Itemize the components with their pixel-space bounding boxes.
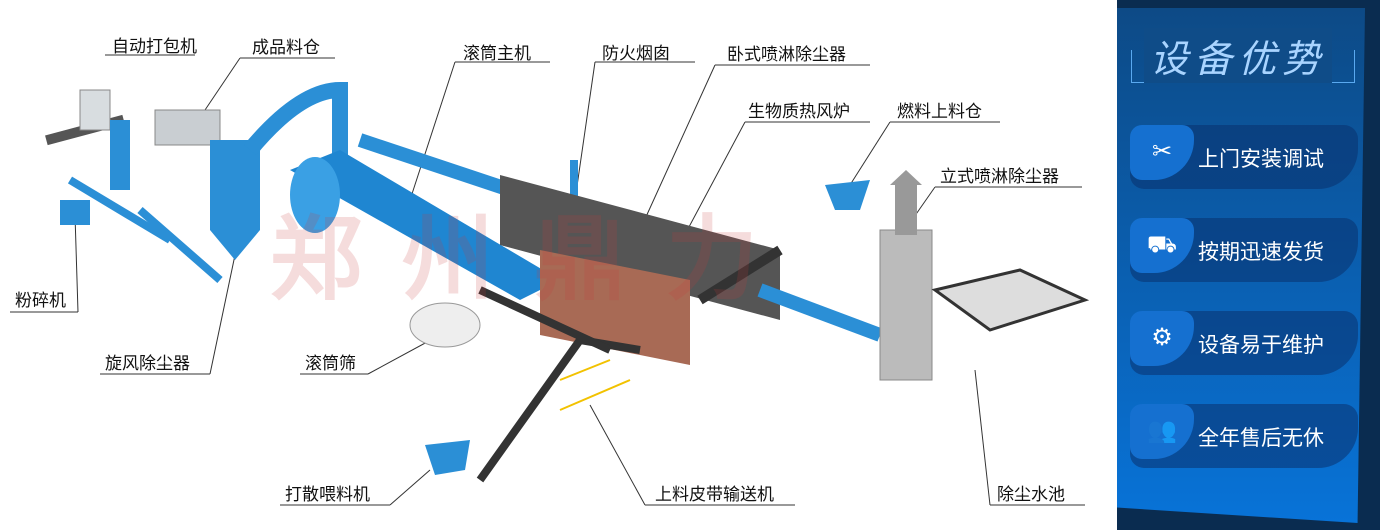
label-drum-screen: 滚筒筛 [305,354,356,374]
label-drum-main: 滚筒主机 [463,44,531,64]
advantage-item: ⚙设备易于维护 [1130,311,1358,375]
delivery-truck-icon: ⛟ [1130,218,1194,273]
advantage-label: 全年售后无休 [1198,426,1324,450]
label-dust-pool: 除尘水池 [997,485,1065,505]
label-feeder: 打散喂料机 [285,485,370,505]
label-cyclone: 旋风除尘器 [105,354,190,374]
label-crusher: 粉碎机 [15,291,66,311]
label-packer: 自动打包机 [112,37,197,57]
support-team-icon: 👥 [1130,404,1194,459]
watermark: 郑州鼎力 [270,205,799,313]
leader-lines [10,54,1085,506]
advantage-label: 设备易于维护 [1198,333,1324,357]
maintenance-person-icon: ⚙ [1130,311,1194,366]
equipment [45,81,1090,483]
advantage-item: 👥全年售后无休 [1130,404,1358,468]
label-horizontal-scrubber: 卧式喷淋除尘器 [727,45,846,65]
label-chimney: 防火烟囱 [602,44,670,64]
panel-title: 设备优势 [1144,28,1333,83]
advantage-item: ⛟按期迅速发货 [1130,218,1358,282]
label-vertical-scrubber: 立式喷淋除尘器 [940,167,1059,187]
label-product-bin: 成品料仓 [252,38,320,58]
advantage-label: 上门安装调试 [1198,147,1324,171]
advantage-label: 按期迅速发货 [1198,240,1324,264]
production-line-diagram [10,54,1090,506]
label-belt-conveyor: 上料皮带输送机 [655,485,774,505]
label-biomass-furnace: 生物质热风炉 [748,102,850,122]
tools-icon: ✂ [1130,125,1194,180]
label-fuel-bin: 燃料上料仓 [897,102,982,122]
panel-title-frame: 设备优势 [1131,28,1355,83]
advantage-item: ✂上门安装调试 [1130,125,1358,189]
